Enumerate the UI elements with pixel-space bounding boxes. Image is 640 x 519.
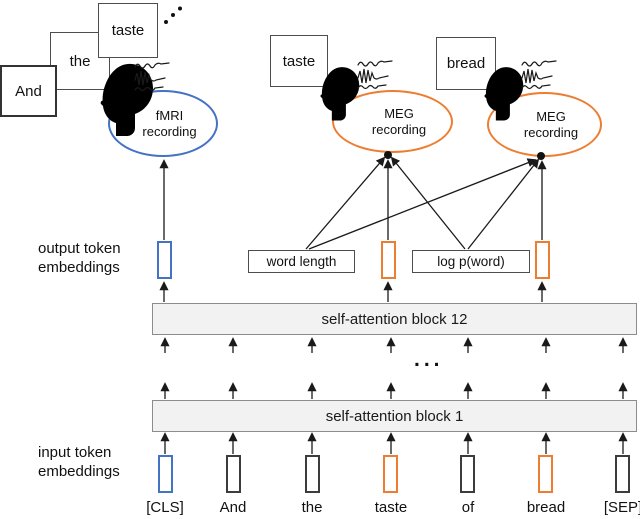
token-label-cls: [CLS] xyxy=(146,499,184,516)
token-label-sep: [SEP] xyxy=(603,499,640,516)
stimulus-card-bread-meg: bread xyxy=(436,37,496,90)
feature-box-word-length: word length xyxy=(248,250,355,273)
input-embedding-and xyxy=(226,455,241,493)
stimulus-word: And xyxy=(15,82,42,100)
meg-label-line1: MEG xyxy=(536,108,566,124)
stimulus-card-and: And xyxy=(0,65,57,117)
stimulus-word: taste xyxy=(111,22,145,39)
input-embeddings-label: input token embeddings xyxy=(38,444,120,480)
stimulus-card-taste-meg: taste xyxy=(270,35,328,87)
fmri-label-line1: fMRI xyxy=(155,107,184,123)
meg-recording-ellipse-left: MEG recording xyxy=(332,90,453,153)
token-label-taste: taste xyxy=(374,499,408,516)
output-embedding-cls xyxy=(157,241,172,279)
self-attention-block-12: self-attention block 12 xyxy=(152,303,637,335)
token-label-and: And xyxy=(219,499,247,516)
feature-label: log p(word) xyxy=(437,254,505,269)
input-embedding-taste xyxy=(383,455,398,493)
token-label-bread: bread xyxy=(526,499,566,516)
stimulus-card-taste-left: taste xyxy=(98,3,158,58)
stimulus-continuation-dots xyxy=(164,6,182,24)
meg-label-line2: recording xyxy=(371,121,427,137)
token-label-the: the xyxy=(301,499,323,516)
block1-up-arrows xyxy=(160,382,628,399)
input-embedding-of xyxy=(460,455,475,493)
hidden-layers-ellipsis: ... xyxy=(414,348,444,371)
input-to-block1-arrows xyxy=(160,432,628,454)
stimulus-word: taste xyxy=(282,52,316,70)
output-embedding-taste xyxy=(381,241,396,279)
block12-to-output-arrows xyxy=(159,281,547,302)
stimulus-word: the xyxy=(69,52,91,70)
brain-signal-waves-icon xyxy=(134,62,170,92)
fmri-label-line2: recording xyxy=(142,123,197,139)
meg-label-line1: MEG xyxy=(384,105,414,121)
output-embeddings-label: output token embeddings xyxy=(38,240,121,276)
token-label-of: of xyxy=(461,499,475,516)
feature-box-log-p-word: log p(word) xyxy=(412,250,530,273)
stimulus-word: bread xyxy=(446,55,486,72)
fmri-recording-ellipse: fMRI recording xyxy=(108,90,218,157)
brain-signal-waves-icon xyxy=(521,60,557,90)
meg-recording-ellipse-right: MEG recording xyxy=(487,92,602,157)
feature-label: word length xyxy=(266,254,337,269)
input-embedding-sep xyxy=(615,455,630,493)
input-embedding-bread xyxy=(538,455,553,493)
brain-signal-waves-icon xyxy=(357,60,393,90)
self-attention-block-1: self-attention block 1 xyxy=(152,400,637,432)
input-embedding-the xyxy=(305,455,320,493)
into-block12-arrows xyxy=(160,337,628,353)
output-embedding-bread xyxy=(535,241,550,279)
meg-label-line2: recording xyxy=(523,124,579,140)
input-embedding-cls xyxy=(158,455,173,493)
to-recording-arrows xyxy=(159,156,547,250)
